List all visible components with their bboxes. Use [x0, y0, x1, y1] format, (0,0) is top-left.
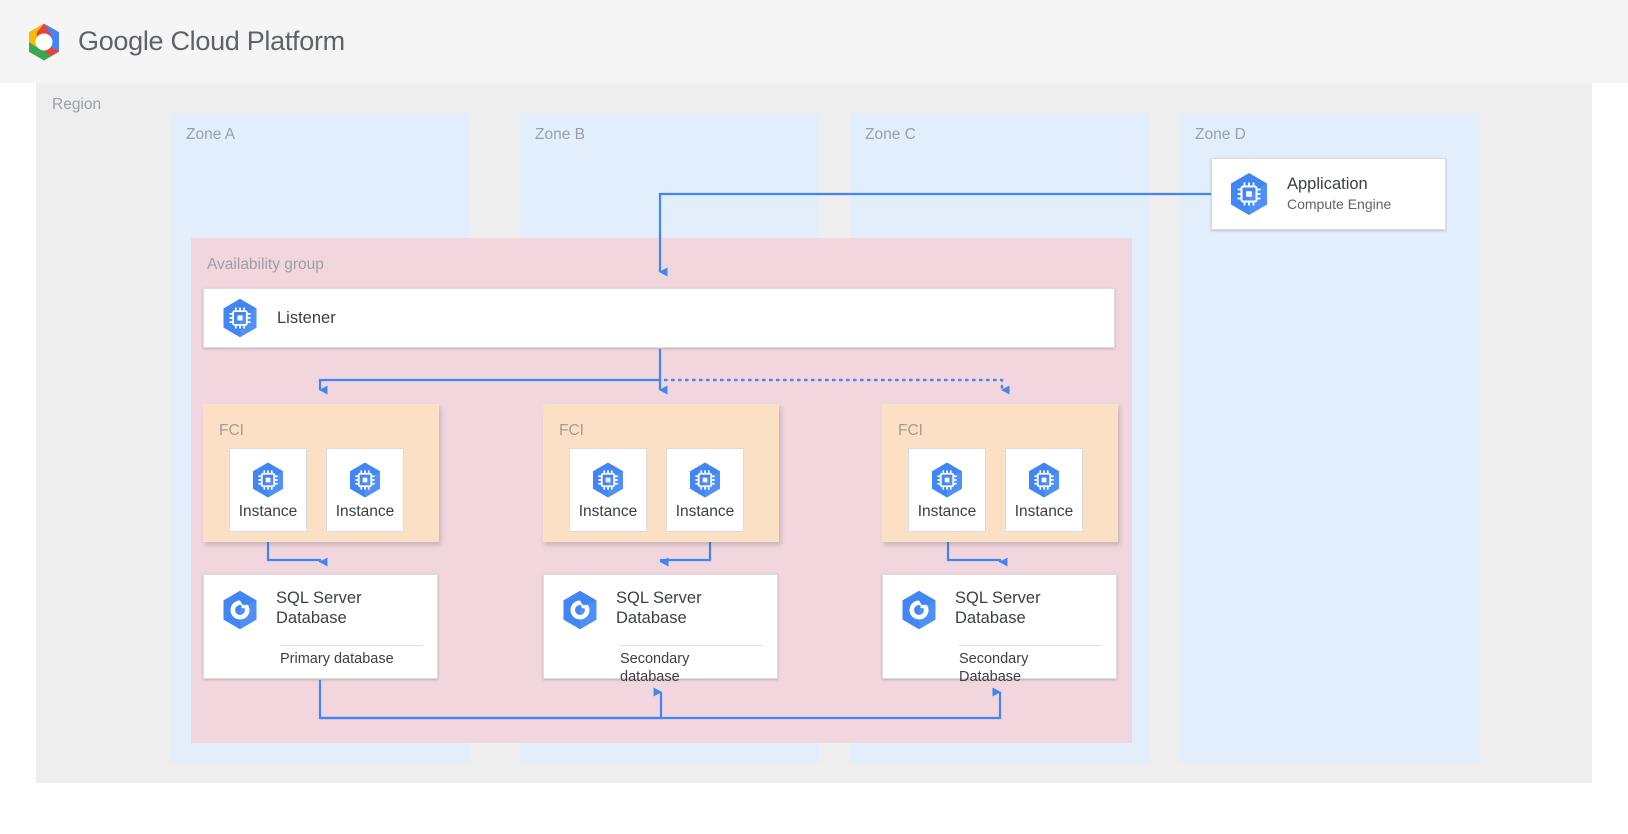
- instance-label: Instance: [238, 502, 298, 520]
- instance-card[interactable]: Instance: [229, 448, 307, 532]
- compute-engine-icon: [1231, 173, 1267, 215]
- instance-card[interactable]: Instance: [666, 448, 744, 532]
- divider: [620, 645, 763, 646]
- compute-engine-icon: [932, 462, 962, 497]
- compute-engine-icon: [690, 462, 720, 497]
- fci-b-label: FCI: [559, 422, 584, 439]
- fci-a-label: FCI: [219, 422, 244, 439]
- google-cloud-logo-icon: [29, 23, 59, 60]
- instance-card[interactable]: Instance: [569, 448, 647, 532]
- compute-engine-icon: [253, 462, 283, 497]
- listener-title: Listener: [277, 308, 336, 327]
- database-role: Primary database: [280, 651, 394, 667]
- instance-card[interactable]: Instance: [1005, 448, 1083, 532]
- fci-c-label: FCI: [898, 422, 923, 439]
- database-card-secondary-b[interactable]: SQL Server Database Secondary database: [543, 574, 778, 685]
- database-role: Secondary database: [620, 651, 690, 685]
- database-role: Secondary Database: [959, 651, 1029, 685]
- sql-database-icon: [223, 590, 257, 630]
- database-title: SQL Server Database: [616, 589, 702, 628]
- divider: [959, 645, 1102, 646]
- page-title: Google Cloud Platform: [78, 26, 345, 57]
- application-title: Application: [1287, 175, 1368, 194]
- sql-database-icon: [563, 590, 597, 630]
- database-title: SQL Server Database: [955, 589, 1041, 628]
- compute-engine-icon: [350, 462, 380, 497]
- compute-engine-icon: [1029, 462, 1059, 497]
- fci-node-c[interactable]: FCI Instance: [882, 404, 1118, 542]
- listener-card[interactable]: Listener: [203, 288, 1115, 348]
- header-product: Cloud Platform: [163, 26, 345, 56]
- instance-card[interactable]: Instance: [326, 448, 404, 532]
- fci-node-a[interactable]: FCI Instance: [203, 404, 439, 542]
- header-brand: Google: [78, 26, 164, 56]
- application-card[interactable]: Application Compute Engine: [1211, 158, 1446, 230]
- instance-label: Instance: [335, 502, 395, 520]
- application-subtitle: Compute Engine: [1287, 195, 1392, 212]
- divider: [280, 645, 423, 646]
- page-header: Google Cloud Platform: [0, 0, 1628, 83]
- instance-label: Instance: [1014, 502, 1074, 520]
- database-title: SQL Server Database: [276, 589, 362, 628]
- instance-label: Instance: [917, 502, 977, 520]
- database-card-secondary-c[interactable]: SQL Server Database Secondary Database: [882, 574, 1117, 685]
- sql-database-icon: [902, 590, 936, 630]
- fci-node-b[interactable]: FCI Instance: [543, 404, 779, 542]
- instance-card[interactable]: Instance: [908, 448, 986, 532]
- instance-label: Instance: [675, 502, 735, 520]
- compute-engine-icon: [223, 298, 257, 338]
- instance-label: Instance: [578, 502, 638, 520]
- database-card-primary[interactable]: SQL Server Database Primary database: [203, 574, 438, 679]
- compute-engine-icon: [593, 462, 623, 497]
